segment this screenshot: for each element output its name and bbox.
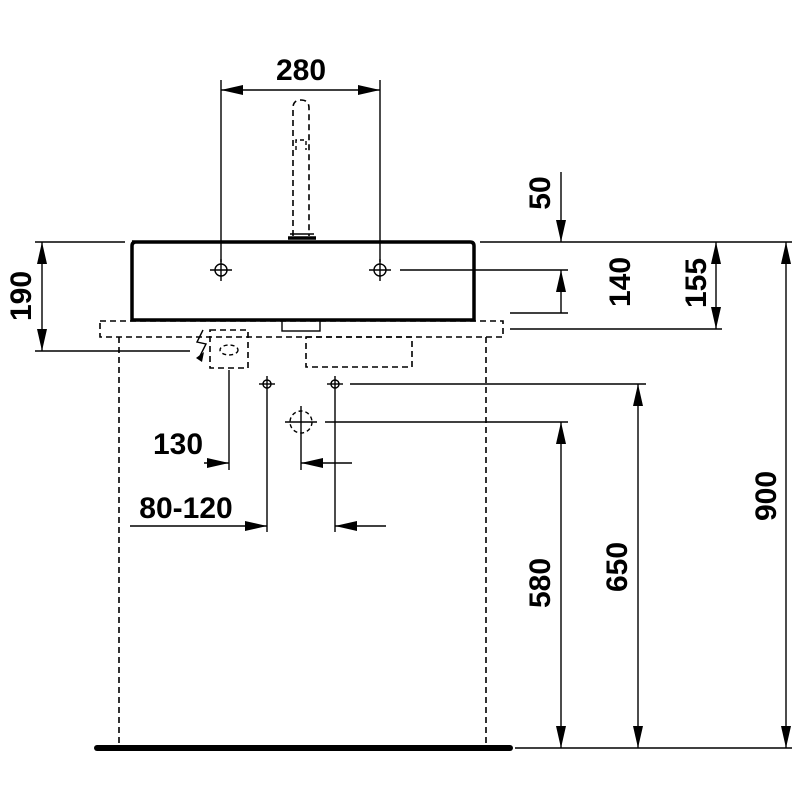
label-280: 280 — [276, 54, 326, 87]
label-650: 650 — [601, 542, 634, 592]
water-connection-left-icon — [259, 376, 275, 392]
dimension-130 — [204, 458, 352, 468]
label-50: 50 — [524, 176, 557, 209]
label-130: 130 — [153, 428, 203, 461]
worktop — [99, 320, 504, 338]
dimension-650 — [633, 384, 643, 748]
electric-socket-icon — [195, 329, 208, 362]
dimension-80-120 — [130, 521, 386, 531]
dimension-50 — [556, 172, 566, 242]
dimension-280 — [221, 85, 380, 95]
extension-lines — [35, 80, 792, 749]
dimension-580 — [556, 422, 566, 748]
label-580: 580 — [524, 558, 557, 608]
dimension-155 — [711, 242, 721, 329]
faucet — [288, 99, 316, 240]
dimension-900 — [781, 242, 791, 748]
label-140: 140 — [604, 257, 637, 307]
waste-outlet-icon — [285, 406, 317, 438]
tap-hole-right-icon — [369, 259, 391, 281]
cabinet — [118, 329, 487, 747]
tap-hole-left-icon — [210, 259, 232, 281]
dimension-190 — [37, 242, 47, 351]
label-155: 155 — [680, 258, 713, 308]
label-900: 900 — [750, 471, 783, 521]
basin — [130, 240, 476, 332]
dimension-140 — [556, 270, 566, 313]
label-80-120: 80-120 — [139, 492, 232, 525]
label-190: 190 — [5, 271, 38, 321]
water-connection-right-icon — [327, 376, 343, 392]
